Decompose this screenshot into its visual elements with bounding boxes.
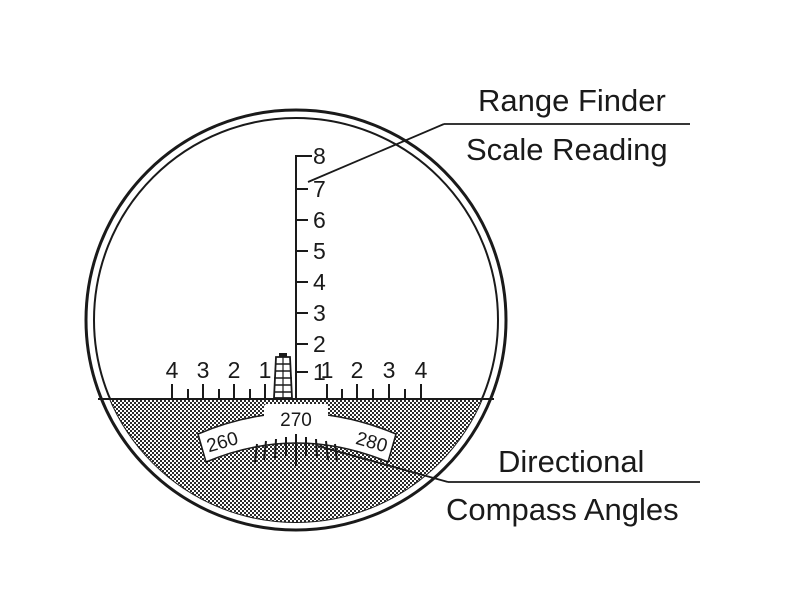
range-label-1-vertical: 1	[313, 359, 326, 385]
compass-label-line2: Compass Angles	[446, 492, 679, 527]
horizontal-label-right-3: 3	[383, 357, 396, 383]
compass-label-270: 270	[280, 410, 312, 431]
range-label-3: 3	[313, 300, 326, 326]
compass-leader-line	[317, 445, 449, 483]
lens-outer-ring	[84, 108, 508, 532]
horizontal-label-left-3: 3	[197, 357, 210, 383]
range-label-6: 6	[313, 207, 326, 233]
range-label-4: 4	[313, 269, 326, 295]
horizontal-label-left-1: 1	[259, 357, 272, 383]
horizontal-label-left-4: 4	[166, 357, 179, 383]
range-finder-label-line2: Scale Reading	[466, 132, 668, 167]
compass-label-line1: Directional	[498, 444, 644, 479]
horizontal-label-right-2: 2	[351, 357, 364, 383]
compass-center-plaque	[264, 404, 328, 434]
horizontal-label-left-2: 2	[228, 357, 241, 383]
tower-target-icon	[273, 353, 293, 399]
range-label-5: 5	[313, 238, 326, 264]
range-finder-label-line1: Range Finder	[478, 83, 666, 118]
range-label-7: 7	[313, 176, 326, 202]
range-finder-leader-line	[307, 123, 445, 183]
compass-ticks	[254, 434, 338, 466]
range-label-8: 8	[313, 143, 326, 169]
horizontal-label-right-1: 1	[321, 357, 334, 383]
range-scale-vertical	[295, 155, 312, 398]
range-scale-horizontal	[171, 384, 422, 398]
range-label-2: 2	[313, 331, 326, 357]
horizontal-label-right-4: 4	[415, 357, 428, 383]
